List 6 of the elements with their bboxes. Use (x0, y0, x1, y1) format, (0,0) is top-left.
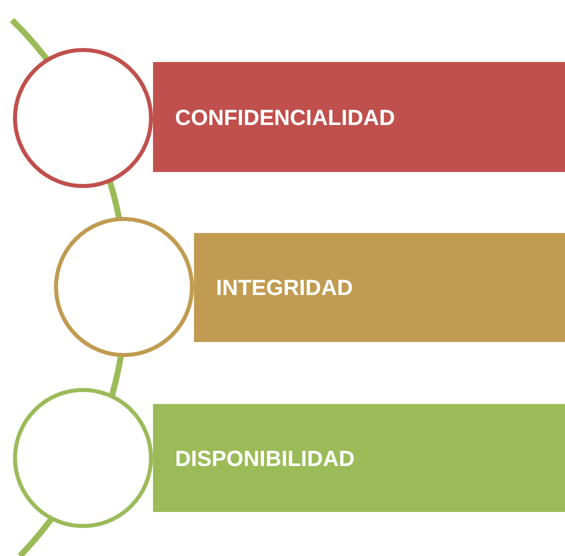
label-band (153, 404, 565, 512)
band-title: INTEGRIDAD (216, 274, 353, 302)
label-band (153, 62, 565, 172)
label-band (194, 233, 565, 342)
band-title: DISPONIBILIDAD (175, 444, 355, 472)
band-title: CONFIDENCIALIDAD (175, 104, 395, 132)
